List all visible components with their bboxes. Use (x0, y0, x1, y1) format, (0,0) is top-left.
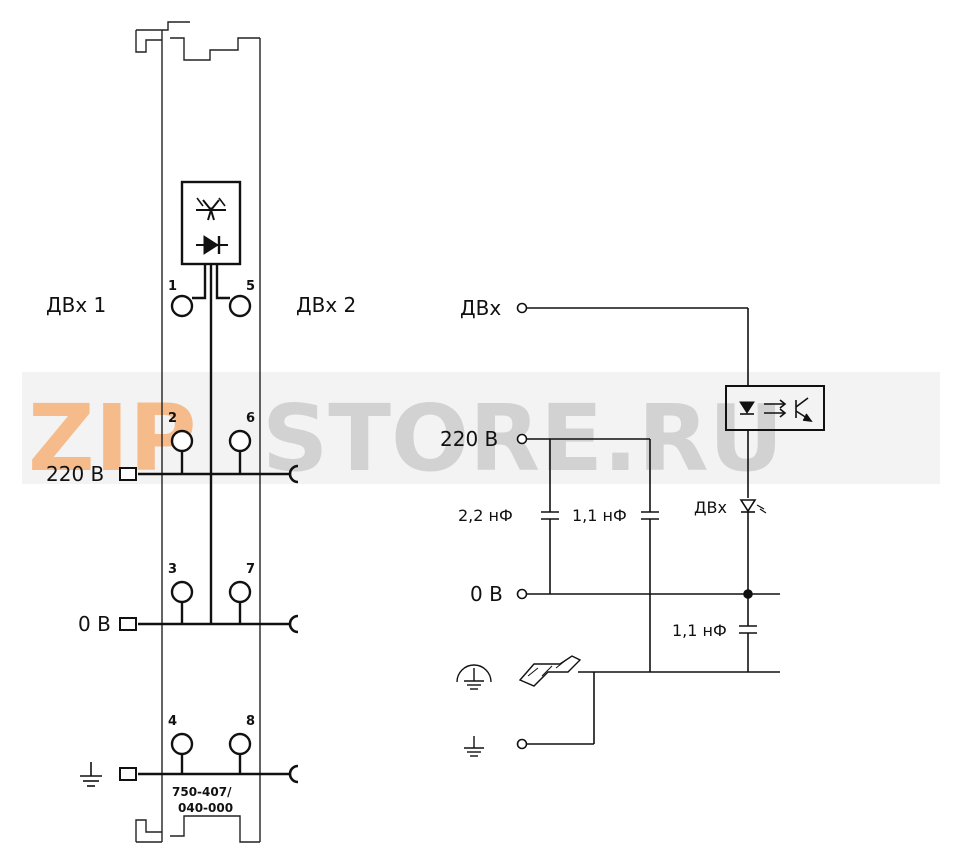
terminal-number-1: 1 (168, 279, 177, 294)
terminal-number-7: 7 (246, 562, 255, 577)
input-circuit-schematic (527, 307, 825, 745)
ground-terminal[interactable] (516, 738, 528, 750)
terminal-number-4: 4 (168, 714, 177, 729)
schematic-supply-label: 220 В (440, 427, 498, 451)
module-inner-wires (192, 264, 230, 624)
capacitor-2-2nf-label: 2,2 нФ (458, 506, 513, 525)
capacitor-1-1nf-bottom-label: 1,1 нФ (672, 621, 727, 640)
rail-contacts (119, 467, 137, 781)
functional-earth-icon (464, 736, 484, 757)
label-input-2: ДВх 2 (296, 293, 356, 317)
article-number-line1: 750-407/ (172, 785, 232, 799)
terminal-number-2: 2 (168, 411, 177, 426)
terminal-number-5: 5 (246, 279, 255, 294)
din-rail-icon (518, 655, 582, 687)
terminal-number-6: 6 (246, 411, 255, 426)
terminal-module (135, 21, 261, 843)
terminal-number-8: 8 (246, 714, 255, 729)
terminal-stubs (180, 451, 242, 774)
input-terminal[interactable] (516, 302, 528, 314)
ground-icon (80, 762, 102, 787)
module-rails (138, 464, 299, 784)
zero-terminal[interactable] (516, 588, 528, 600)
terminal-3[interactable] (170, 580, 194, 604)
terminal-5[interactable] (228, 294, 252, 318)
terminal-1[interactable] (170, 294, 194, 318)
terminal-8[interactable] (228, 732, 252, 756)
rail-label-220v: 220 В (46, 462, 104, 486)
terminal-6[interactable] (228, 429, 252, 453)
schematic-zero-label: 0 В (470, 582, 503, 606)
supply-terminal[interactable] (516, 433, 528, 445)
schematic-input-label: ДВх (460, 296, 501, 320)
rail-label-0v: 0 В (78, 612, 111, 636)
terminal-4[interactable] (170, 732, 194, 756)
optocoupler-block (180, 180, 242, 266)
led-label: ДВх (694, 498, 727, 517)
terminal-7[interactable] (228, 580, 252, 604)
label-input-1: ДВх 1 (46, 293, 106, 317)
terminal-number-3: 3 (168, 562, 177, 577)
article-number-line2: 040-000 (178, 801, 233, 815)
terminal-2[interactable] (170, 429, 194, 453)
protective-earth-icon (456, 664, 492, 690)
capacitor-1-1nf-label: 1,1 нФ (572, 506, 627, 525)
schematic-terminals (516, 302, 528, 750)
watermark: ZIP STORE.RU (22, 372, 940, 492)
